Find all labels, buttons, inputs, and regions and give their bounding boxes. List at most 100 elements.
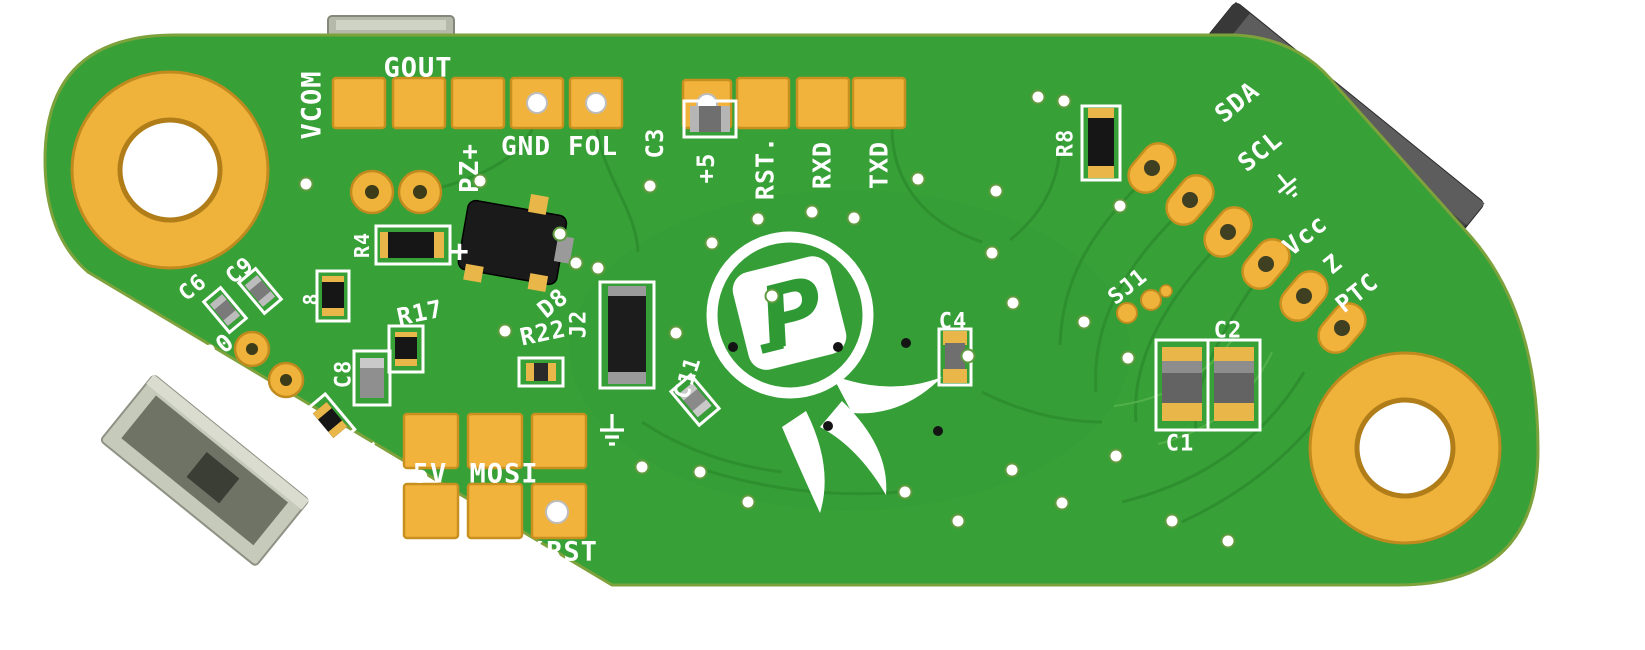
component-c11	[668, 372, 722, 428]
pz-through-holes	[349, 169, 443, 215]
brand-logo: P	[706, 231, 942, 513]
component-body	[1088, 118, 1114, 168]
via	[642, 178, 658, 194]
component-lead	[690, 106, 699, 132]
silkscreen-label-5v: 5V	[413, 459, 448, 490]
component-outline	[517, 356, 565, 388]
component-d8	[457, 194, 575, 292]
th-drill	[1220, 224, 1236, 240]
via	[897, 484, 913, 500]
header-i2c	[1127, 142, 1367, 354]
component-lead	[380, 232, 390, 258]
header-gout	[331, 76, 624, 130]
via	[984, 245, 1000, 261]
pad-miso	[402, 482, 460, 540]
pad-gout-3	[450, 76, 506, 130]
th-drill	[1296, 288, 1312, 304]
logo-plate: P	[732, 256, 847, 371]
header-isp	[402, 412, 588, 540]
silkscreen-label-c8: C8	[332, 360, 357, 389]
logo-ring	[706, 231, 874, 399]
copper-trace	[890, 127, 983, 244]
copper-trace	[1134, 233, 1230, 423]
component-lead	[1162, 403, 1202, 421]
via	[1056, 93, 1072, 109]
component-outline	[201, 285, 249, 335]
pad-drill	[585, 92, 607, 114]
via	[568, 255, 584, 271]
component-lead	[692, 399, 712, 418]
component-lead	[678, 382, 698, 401]
silkscreen-label-fol: FOL	[568, 132, 618, 162]
component-lead	[463, 263, 484, 283]
drill-dot	[823, 421, 833, 431]
component-outline	[352, 349, 392, 407]
via	[1004, 462, 1020, 478]
pad-drill	[545, 500, 569, 524]
sj1-pad	[1140, 289, 1162, 311]
via	[668, 325, 684, 341]
component-outline	[387, 324, 425, 374]
component-r4	[374, 224, 452, 266]
component-outline	[598, 280, 656, 390]
component-body	[608, 296, 646, 374]
silkscreen-label-gout: GOUT	[383, 53, 452, 84]
via	[634, 459, 650, 475]
silkscreen-plus-mark: +	[450, 235, 469, 270]
silkscreen-label-rxd: RXD	[808, 141, 837, 189]
component-lead	[1088, 108, 1114, 120]
pad-z	[1279, 270, 1329, 322]
silkscreen-label-mosi: MOSI	[469, 459, 538, 490]
th-drill	[280, 374, 292, 386]
component-c2	[1206, 338, 1262, 432]
component-j2	[598, 280, 656, 390]
component-c1	[1154, 338, 1210, 432]
component-outline	[315, 269, 351, 323]
component-lead	[1214, 403, 1254, 421]
pad-drill	[526, 92, 548, 114]
pad-txd	[851, 76, 907, 130]
pad-vcc	[1241, 238, 1291, 290]
component-lead	[608, 372, 646, 384]
via	[846, 210, 862, 226]
pad-gout-2	[391, 76, 447, 130]
solder-jumper-sj1	[1116, 284, 1173, 324]
copper-trace	[1094, 201, 1192, 393]
bottom-left-connector	[100, 374, 310, 566]
th-drill	[1258, 256, 1274, 272]
component-lead	[943, 369, 967, 383]
th-drill	[1144, 160, 1160, 176]
th-drill	[365, 185, 379, 199]
component-lead	[434, 232, 444, 258]
component-lead	[322, 276, 344, 284]
component-r18	[315, 269, 351, 323]
component-lead	[526, 363, 534, 381]
silkscreen-label-plus5: +5	[692, 153, 720, 184]
component-outline	[1206, 338, 1262, 432]
component-body	[945, 343, 965, 371]
logo-flame	[820, 401, 887, 495]
r20-through-holes	[233, 330, 305, 399]
silkscreen-label-r4: R4	[350, 232, 374, 258]
mounting-hole-drill	[1354, 397, 1456, 499]
component-lead	[258, 291, 276, 307]
gnd-symbol-right	[1277, 173, 1298, 198]
via	[472, 173, 488, 189]
copper-trace	[1009, 139, 1062, 242]
component-lead	[395, 332, 417, 339]
pad-gnd	[1203, 206, 1253, 258]
bl-connector-top-face	[146, 374, 310, 510]
sj1-pad	[1116, 302, 1138, 324]
component-c6	[201, 285, 249, 335]
pad-ptc	[1317, 302, 1367, 354]
via	[1220, 533, 1236, 549]
via	[704, 235, 720, 251]
gnd-symbol-icon	[1277, 173, 1298, 198]
component-lead	[360, 358, 384, 368]
via	[1076, 314, 1092, 330]
component-lead	[312, 401, 332, 420]
silkscreen-label-vcom: VCOM	[297, 70, 328, 139]
silkscreen-label-c4: C4	[939, 310, 968, 335]
